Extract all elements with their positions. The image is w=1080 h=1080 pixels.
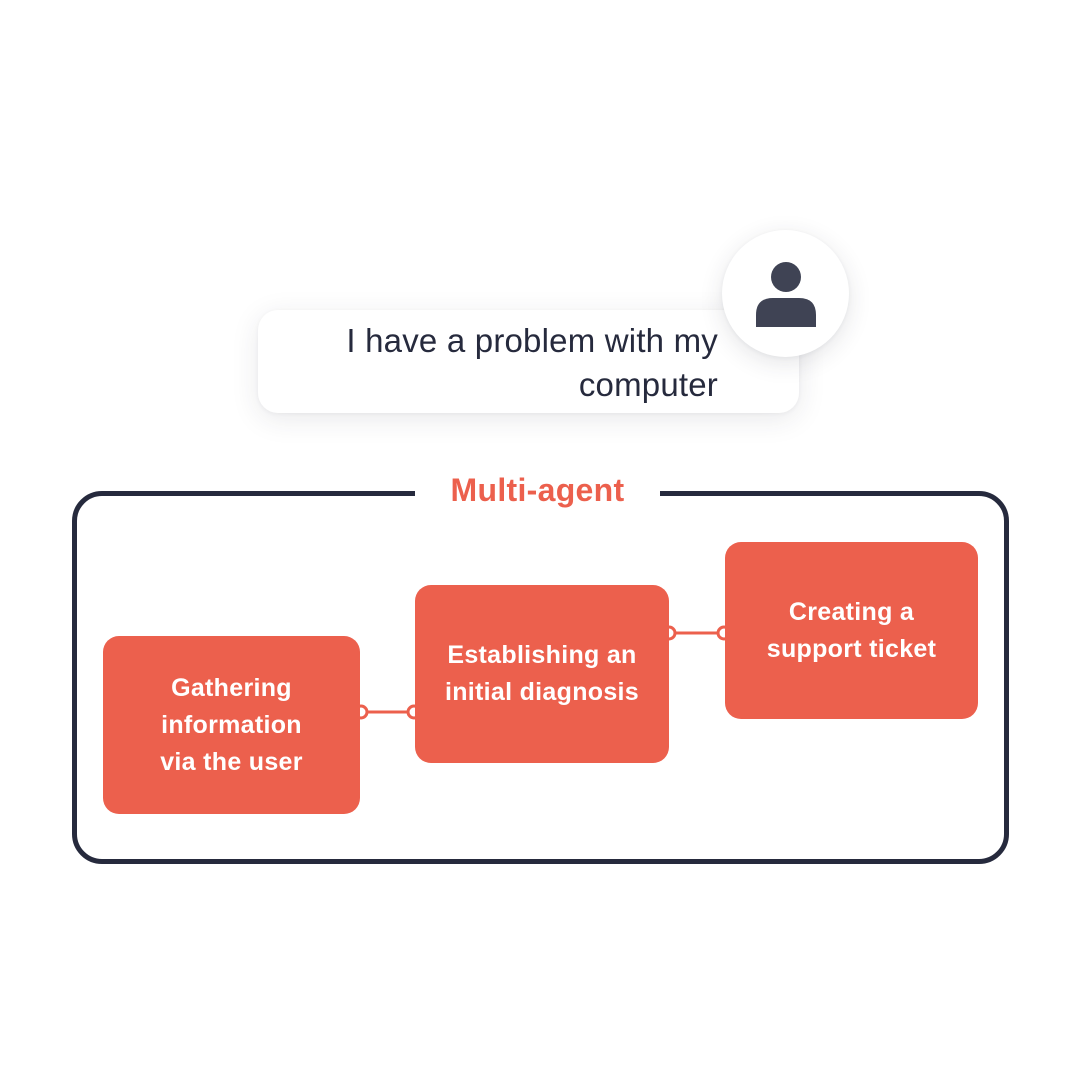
step-initial-diagnosis: Establishing an initial diagnosis — [415, 585, 669, 763]
connector-1-2 — [353, 704, 422, 720]
step-label: Establishing an initial diagnosis — [444, 641, 640, 706]
step-label: Creating a support ticket — [766, 597, 937, 663]
step-support-ticket: Creating a support ticket — [725, 542, 978, 719]
step-gathering-information: Gathering information via the user — [103, 636, 360, 814]
user-icon — [756, 262, 816, 327]
diagram-title: Multi-agent — [415, 466, 660, 514]
avatar — [722, 230, 849, 357]
chat-message-bubble: I have a problem with my computer — [258, 310, 799, 413]
connector-2-3 — [661, 625, 732, 641]
step-label: Gathering information via the user — [160, 673, 303, 776]
chat-message-text: I have a problem with my computer — [346, 322, 718, 403]
